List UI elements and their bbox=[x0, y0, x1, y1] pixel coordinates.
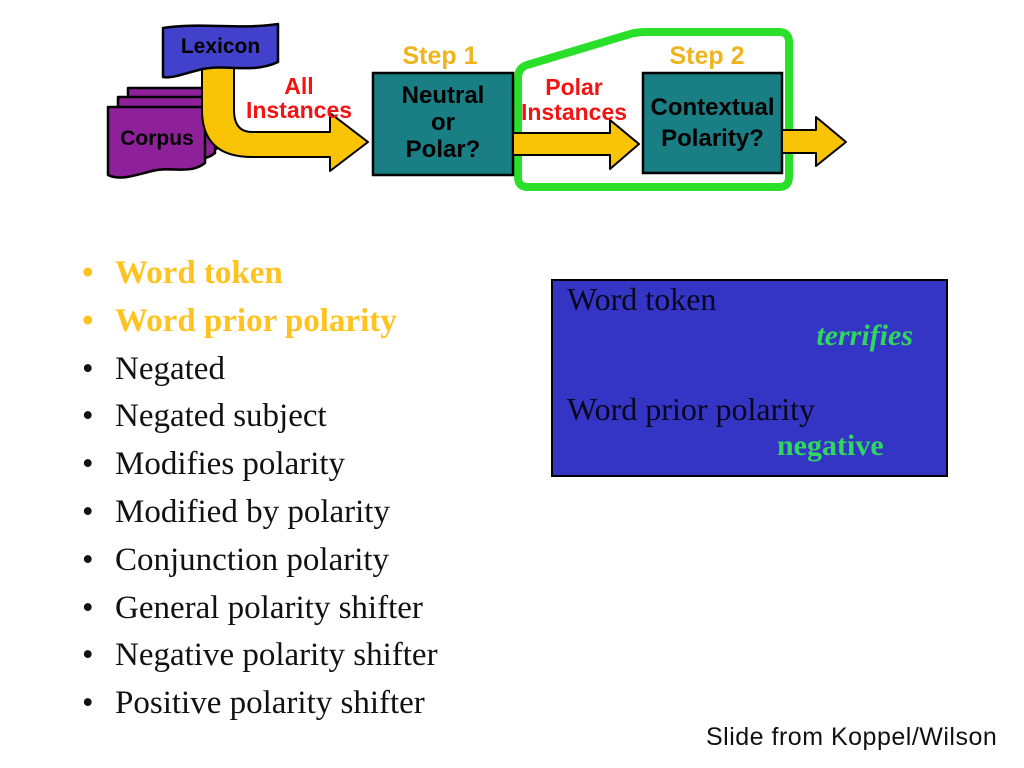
all-instances-label: All Instances bbox=[238, 74, 360, 122]
example-box: Word token terrifies Word prior polarity… bbox=[551, 279, 948, 477]
step1-box-line2: or bbox=[431, 109, 455, 136]
bullet-marker-icon: • bbox=[82, 302, 94, 339]
bullet-marker-icon: • bbox=[82, 685, 94, 722]
bullet-marker-icon: • bbox=[82, 637, 94, 674]
lexicon-shape bbox=[161, 22, 280, 79]
step1-label: Step 1 bbox=[402, 42, 478, 70]
bullet-label: Conjunction polarity bbox=[115, 541, 390, 578]
step2-box-text: Contextual Polarity? bbox=[643, 92, 782, 154]
process-diagram bbox=[106, 22, 847, 191]
bullet-label: Modified by polarity bbox=[115, 493, 390, 530]
bullet-marker-icon: • bbox=[82, 493, 94, 530]
example-field-value: negative bbox=[777, 429, 884, 462]
feature-list: •Word token•Word prior polarity•Negated•… bbox=[82, 250, 438, 728]
step1-box-line3: Polar? bbox=[405, 136, 481, 163]
polar-instances-line1: Polar bbox=[545, 74, 603, 100]
step1-box-line1: Neutral bbox=[401, 82, 485, 109]
corpus-to-step1-arrow bbox=[201, 65, 369, 172]
all-instances-line2: Instances bbox=[245, 97, 353, 123]
step2-box-line2: Polarity? bbox=[661, 125, 764, 152]
slide-credit: Slide from Koppel/Wilson bbox=[706, 723, 998, 751]
bullet-label: Modifies polarity bbox=[115, 446, 346, 483]
step2-box-line1: Contextual bbox=[650, 94, 775, 121]
corpus-label: Corpus bbox=[120, 127, 194, 150]
list-item: • Modified by polarity bbox=[82, 489, 438, 537]
bullet-marker-icon: • bbox=[82, 255, 94, 291]
list-item: • Conjunction polarity bbox=[82, 537, 438, 585]
corpus-pages bbox=[106, 86, 227, 179]
list-item: • Word token bbox=[82, 250, 438, 298]
bullet-marker-icon: • bbox=[82, 398, 94, 435]
polar-instances-line2: Instances bbox=[520, 99, 628, 125]
step1-box bbox=[371, 71, 515, 177]
bullet-marker-icon: • bbox=[82, 446, 94, 483]
step2-highlight-outline bbox=[514, 28, 793, 191]
bullet-label: Negated bbox=[115, 350, 225, 387]
polar-instances-label: Polar Instances bbox=[517, 75, 631, 125]
list-item: • Modifies polarity bbox=[82, 441, 438, 489]
bullet-marker-icon: • bbox=[82, 541, 94, 578]
step2-label: Step 2 bbox=[669, 42, 745, 70]
bullet-label: Word prior polarity bbox=[115, 302, 397, 339]
list-item: • Negated subject bbox=[82, 393, 438, 441]
polar-instances-arrow bbox=[512, 119, 640, 170]
bullet-label: Negative polarity shifter bbox=[115, 637, 438, 674]
example-field-label: Word prior polarity bbox=[567, 391, 816, 427]
bullet-label: General polarity shifter bbox=[115, 589, 423, 626]
step1-box-text: Neutral or Polar? bbox=[373, 82, 513, 163]
lexicon-label: Lexicon bbox=[180, 35, 261, 58]
output-arrow bbox=[781, 116, 847, 167]
example-field-value: terrifies bbox=[816, 319, 913, 352]
bullet-label: Positive polarity shifter bbox=[115, 685, 425, 722]
bullet-marker-icon: • bbox=[82, 589, 94, 626]
bullet-marker-icon: • bbox=[82, 350, 94, 387]
all-instances-line1: All bbox=[284, 73, 314, 99]
bullet-label: Word token bbox=[115, 255, 283, 291]
list-item: • Negated bbox=[82, 346, 438, 394]
corpus-page-front bbox=[106, 105, 207, 179]
example-field-label: Word token bbox=[567, 281, 717, 317]
list-item: • Negative polarity shifter bbox=[82, 632, 438, 680]
bullet-label: Negated subject bbox=[115, 398, 327, 435]
step2-box bbox=[641, 71, 784, 175]
list-item: • Word prior polarity bbox=[82, 298, 438, 346]
list-item: • General polarity shifter bbox=[82, 585, 438, 633]
list-item: • Positive polarity shifter bbox=[82, 680, 438, 728]
